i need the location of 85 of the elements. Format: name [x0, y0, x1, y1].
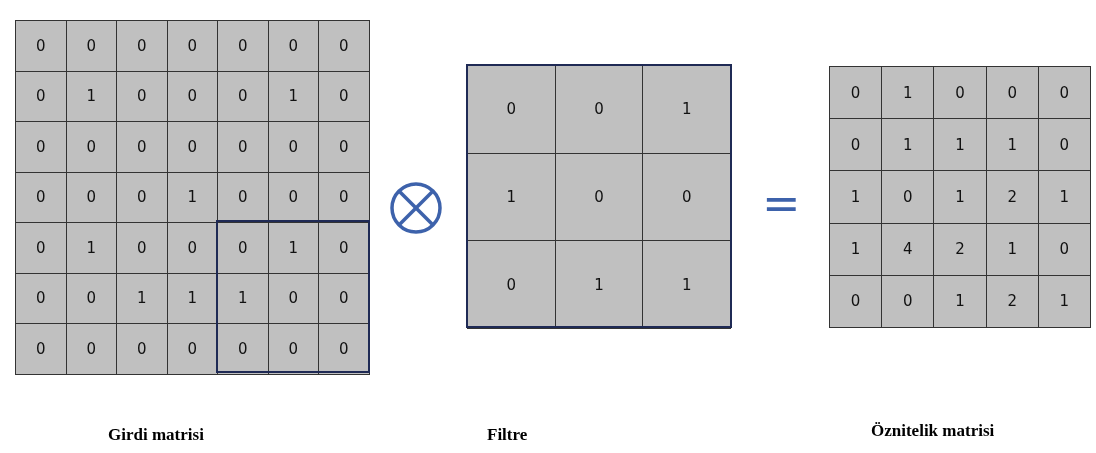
matrix-cell: 0 [166, 70, 218, 122]
matrix-cell: 0 [318, 222, 370, 274]
matrix-cell: 0 [65, 20, 117, 72]
matrix-cell: 2 [985, 274, 1039, 328]
matrix-cell: 0 [166, 121, 218, 173]
matrix-cell: 1 [267, 222, 319, 274]
matrix-cell: 0 [15, 20, 67, 72]
matrix-cell: 0 [554, 65, 644, 154]
matrix-cell: 0 [267, 121, 319, 173]
matrix-cell: 0 [1037, 66, 1091, 120]
matrix-cell: 1 [554, 240, 644, 330]
matrix-cell: 1 [933, 274, 987, 328]
matrix-cell: 0 [15, 272, 67, 324]
matrix-cell: 0 [65, 171, 117, 223]
matrix-cell: 1 [985, 222, 1039, 276]
matrix-cell: 0 [829, 66, 883, 120]
matrix-cell: 0 [554, 152, 644, 242]
matrix-cell: 0 [15, 222, 67, 274]
matrix-cell: 0 [318, 20, 370, 72]
matrix-cell: 1 [642, 65, 732, 154]
matrix-cell: 0 [116, 20, 168, 72]
matrix-cell: 0 [318, 70, 370, 122]
matrix-cell: 1 [933, 170, 987, 224]
matrix-cell: 0 [1037, 222, 1091, 276]
matrix-cell: 0 [829, 274, 883, 328]
matrix-cell: 1 [933, 118, 987, 172]
matrix-cell: 0 [116, 121, 168, 173]
matrix-cell: 0 [1037, 118, 1091, 172]
matrix-cell: 0 [166, 323, 218, 375]
matrix-cell: 0 [65, 272, 117, 324]
matrix-cell: 1 [65, 70, 117, 122]
matrix-cell: 2 [933, 222, 987, 276]
matrix-cell: 0 [217, 121, 269, 173]
matrix-cell: 0 [116, 70, 168, 122]
matrix-cell: 0 [881, 274, 935, 328]
matrix-cell: 0 [318, 323, 370, 375]
matrix-cell: 0 [116, 323, 168, 375]
matrix-cell: 0 [15, 121, 67, 173]
matrix-cell: 0 [467, 65, 556, 154]
matrix-cell: 0 [217, 70, 269, 122]
matrix-cell: 0 [217, 222, 269, 274]
matrix-cell: 0 [217, 20, 269, 72]
matrix-cell: 1 [467, 152, 556, 242]
matrix-cell: 0 [65, 323, 117, 375]
matrix-cell: 0 [166, 20, 218, 72]
matrix-cell: 1 [829, 170, 883, 224]
matrix-cell: 0 [267, 323, 319, 375]
matrix-cell: 0 [15, 70, 67, 122]
matrix-cell: 0 [642, 152, 732, 242]
matrix-cell: 4 [881, 222, 935, 276]
caption: Öznitelik matrisi [871, 421, 995, 441]
matrix-cell: 0 [318, 171, 370, 223]
matrix-cell: 0 [65, 121, 117, 173]
matrix-cell: 1 [1037, 170, 1091, 224]
equals-sign: = [762, 178, 801, 228]
caption: Girdi matrisi [108, 425, 204, 445]
matrix-cell: 1 [65, 222, 117, 274]
matrix-cell: 1 [642, 240, 732, 330]
caption: Filtre [487, 425, 528, 445]
matrix-cell: 2 [985, 170, 1039, 224]
matrix-cell: 1 [985, 118, 1039, 172]
matrix-cell: 0 [318, 272, 370, 324]
matrix-cell: 0 [881, 170, 935, 224]
matrix-cell: 0 [829, 118, 883, 172]
matrix-cell: 0 [267, 272, 319, 324]
matrix-cell: 0 [15, 323, 67, 375]
matrix-cell: 0 [166, 222, 218, 274]
matrix-cell: 0 [15, 171, 67, 223]
matrix-cell: 1 [267, 70, 319, 122]
matrix-cell: 0 [267, 20, 319, 72]
matrix-cell: 0 [467, 240, 556, 330]
matrix-cell: 1 [217, 272, 269, 324]
matrix-cell: 1 [116, 272, 168, 324]
matrix-cell: 0 [217, 323, 269, 375]
matrix-cell: 1 [881, 66, 935, 120]
matrix-cell: 1 [166, 171, 218, 223]
matrix-cell: 0 [217, 171, 269, 223]
matrix-cell: 0 [985, 66, 1039, 120]
matrix-cell: 0 [116, 222, 168, 274]
matrix-cell: 1 [1037, 274, 1091, 328]
matrix-cell: 1 [881, 118, 935, 172]
matrix-cell: 0 [116, 171, 168, 223]
matrix-cell: 0 [933, 66, 987, 120]
matrix-cell: 1 [829, 222, 883, 276]
matrix-cell: 0 [318, 121, 370, 173]
